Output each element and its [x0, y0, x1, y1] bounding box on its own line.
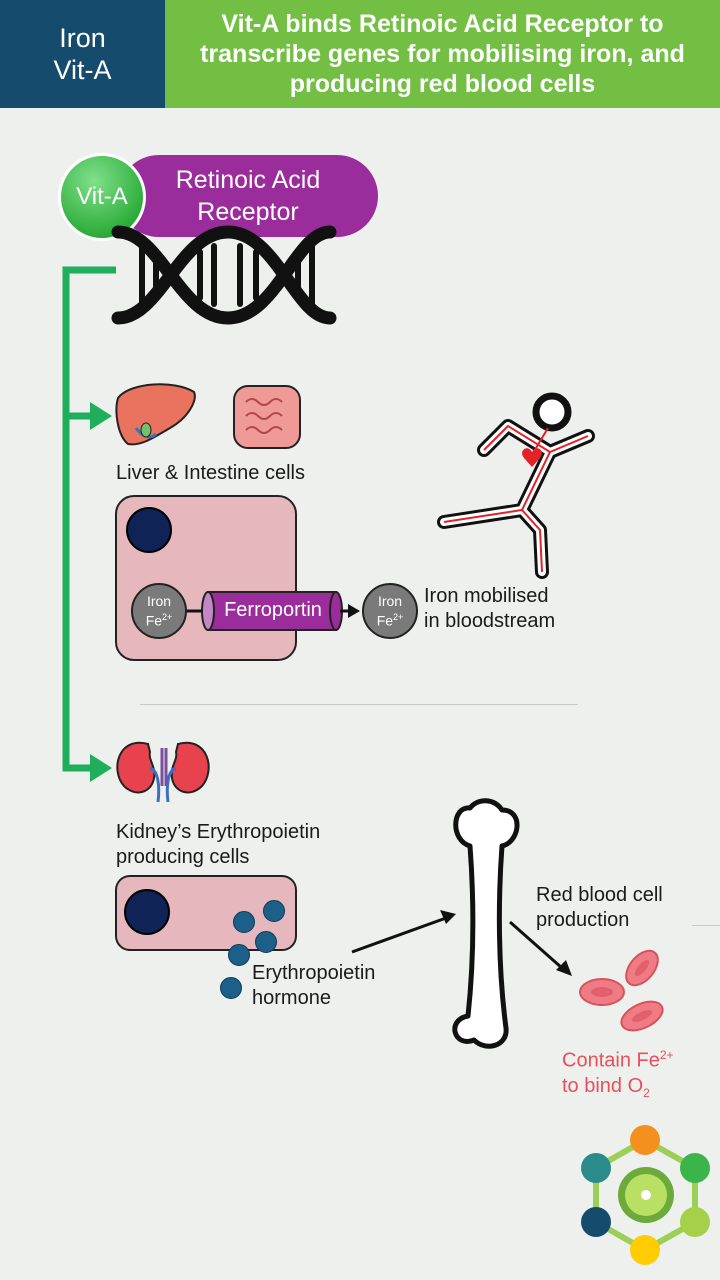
arrow-to-kidney: [90, 754, 112, 782]
receptor-line-2: Receptor: [197, 198, 299, 226]
kidney-cells-line-1: Kidney’s Erythropoietin: [116, 821, 321, 843]
epo-hormone-label: Erythropoietin hormone: [252, 961, 375, 1011]
iron-mobilised-label: Iron mobilised in bloodstream: [424, 584, 555, 634]
iron-mobilised-line-2: in bloodstream: [424, 610, 556, 632]
iron-ion-outside-name: Iron: [377, 593, 403, 610]
hexagon-logo-icon: [581, 1125, 710, 1265]
iron-ion-outside: Iron Fe2+: [362, 583, 418, 639]
rbc-production-line-1: Red blood cell: [536, 884, 663, 906]
header-tag-vita: Vit-A: [53, 55, 112, 85]
green-connector: [62, 266, 116, 772]
bind-o2-line: to bind O2: [562, 1074, 650, 1100]
contain-fe-label: Contain Fe2+ to bind O2: [562, 1043, 674, 1106]
receptor-label: Retinoic Acid Receptor: [150, 164, 346, 228]
dna-icon: [111, 225, 337, 325]
section-divider: [140, 704, 578, 705]
iron-ion-outside-formula: Fe2+: [376, 612, 404, 629]
title-line-3: producing red blood cells: [289, 70, 596, 98]
contain-fe-line: Contain Fe2+: [562, 1048, 674, 1072]
kidney-cells-label: Kidney’s Erythropoietin producing cells: [116, 820, 320, 870]
epo-dot: [255, 931, 277, 953]
iron-ion-inside-formula: Fe2+: [145, 612, 173, 629]
epo-dot: [220, 977, 242, 999]
bone-to-rbc-arrow: [509, 920, 563, 970]
epo-dot: [228, 944, 250, 966]
epo-dot: [233, 911, 255, 933]
blood-vessels: [443, 424, 589, 573]
liver-icon: [115, 383, 196, 446]
title-line-2: transcribe genes for mobilising iron, an…: [200, 40, 685, 68]
runner-icon: [437, 392, 595, 579]
epo-hormone-line-2: hormone: [252, 987, 331, 1009]
kidney-icon: [116, 741, 210, 803]
rbc-production-line-2: production: [536, 909, 630, 931]
iron-ion-inside-name: Iron: [146, 593, 172, 610]
retinoic-acid-receptor: [118, 155, 378, 237]
liver-cell-nucleus: [126, 507, 172, 553]
kidney-cell-nucleus: [124, 889, 170, 935]
rbc-production-label: Red blood cell production: [536, 883, 663, 933]
kidney-cells-line-2: producing cells: [116, 846, 250, 868]
red-blood-cell-icon: [579, 949, 664, 1032]
arrow-to-liver: [90, 402, 112, 430]
header-tag: Iron Vit-A: [0, 0, 165, 108]
epo-hormone-line-1: Erythropoietin: [252, 962, 376, 984]
side-divider: [692, 925, 720, 926]
heart-icon: [522, 448, 542, 467]
header-tag-iron: Iron: [59, 23, 106, 53]
vita-badge-label: Vit-A: [76, 183, 128, 210]
ferroportin-label: Ferroportin: [224, 599, 322, 621]
intestine-icon: [233, 385, 301, 449]
header-title: Vit-A binds Retinoic Acid Receptor to tr…: [165, 0, 720, 108]
epo-dot: [263, 900, 285, 922]
ferroportin-channel: [201, 591, 343, 631]
iron-mobilised-line-1: Iron mobilised: [424, 585, 549, 607]
bone-icon: [452, 798, 520, 1049]
title-line-1: Vit-A binds Retinoic Acid Receptor to: [221, 10, 664, 38]
liver-intestine-label: Liver & Intestine cells: [116, 462, 305, 484]
iron-ion-inside: Iron Fe2+: [131, 583, 187, 639]
receptor-line-1: Retinoic Acid: [175, 166, 321, 194]
epo-to-bone-arrow: [351, 916, 447, 954]
vita-badge: Vit-A: [58, 153, 146, 241]
